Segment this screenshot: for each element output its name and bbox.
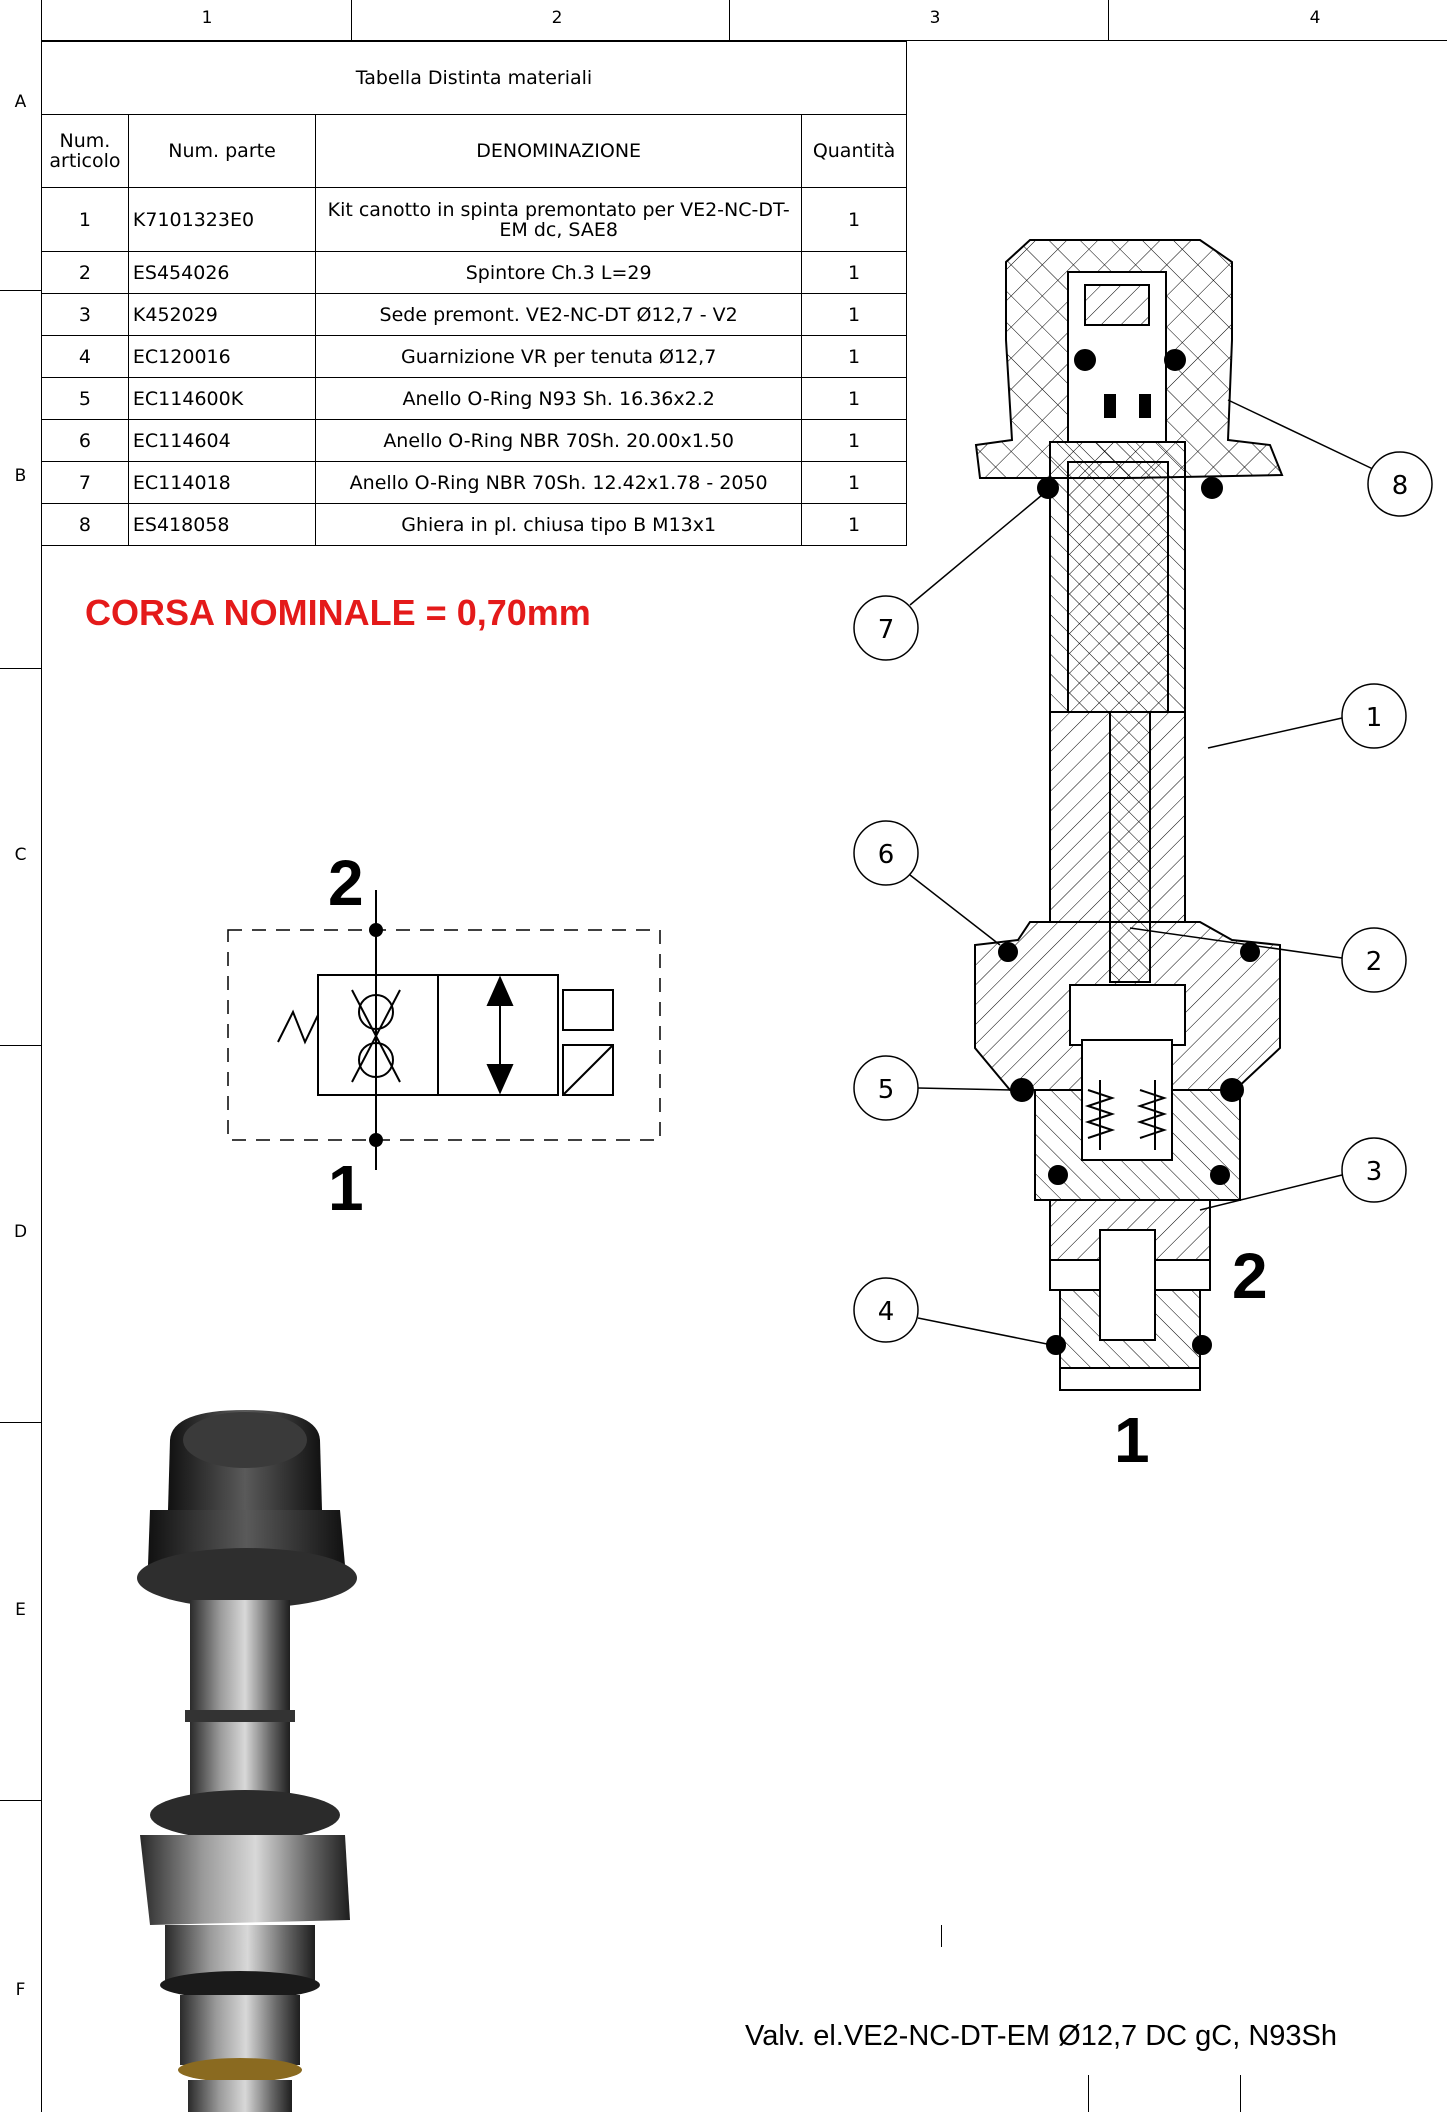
column-label-3: 3 bbox=[929, 8, 941, 28]
row-divider bbox=[0, 1422, 41, 1423]
svg-text:7: 7 bbox=[878, 615, 895, 645]
row-divider bbox=[0, 1045, 41, 1046]
part-number: EC114018 bbox=[127, 461, 317, 504]
svg-text:1: 1 bbox=[1366, 703, 1383, 733]
table-row: 3 K452029 Sede premont. VE2-NC-DT Ø12,7 … bbox=[41, 293, 907, 336]
row-label-d: D bbox=[13, 1222, 28, 1242]
column-label-1: 1 bbox=[201, 8, 213, 28]
section-port-2-label: 2 bbox=[1232, 1240, 1268, 1312]
denomination: Anello O-Ring N93 Sh. 16.36x2.2 bbox=[315, 377, 803, 420]
balloon-1: 1 bbox=[1207, 683, 1407, 749]
quantity: 1 bbox=[801, 335, 907, 378]
header-denomination: DENOMINAZIONE bbox=[315, 114, 803, 188]
table-row: 5 EC114600K Anello O-Ring N93 Sh. 16.36x… bbox=[41, 377, 907, 420]
header-quantity: Quantità bbox=[801, 114, 907, 188]
row-label-c: C bbox=[14, 845, 27, 865]
denomination: Sede premont. VE2-NC-DT Ø12,7 - V2 bbox=[315, 293, 803, 336]
row-label-b: B bbox=[14, 466, 27, 486]
sheet-row-border: A B C D E F bbox=[0, 0, 42, 2112]
part-number: EC120016 bbox=[127, 335, 317, 378]
row-label-f: F bbox=[15, 1980, 26, 2000]
column-divider bbox=[729, 0, 730, 40]
row-label-a: A bbox=[14, 92, 27, 112]
table-row: 4 EC120016 Guarnizione VR per tenuta Ø12… bbox=[41, 335, 907, 378]
column-label-2: 2 bbox=[551, 8, 563, 28]
denomination: Kit canotto in spinta premontato per VE2… bbox=[315, 187, 803, 252]
part-number: EC114600K bbox=[127, 377, 317, 420]
part-number: ES418058 bbox=[127, 503, 317, 546]
row-label-e: E bbox=[15, 1600, 26, 1620]
part-number: K452029 bbox=[127, 293, 317, 336]
svg-text:3: 3 bbox=[1366, 1157, 1383, 1187]
part-number: K7101323E0 bbox=[127, 187, 317, 252]
stroke-note: CORSA NOMINALE = 0,70mm bbox=[85, 592, 591, 633]
denomination: Ghiera in pl. chiusa tipo B M13x1 bbox=[315, 503, 803, 546]
title-block-tick bbox=[941, 1925, 942, 1947]
quantity: 1 bbox=[801, 377, 907, 420]
balloon-4: 4 bbox=[853, 1277, 1053, 1346]
item-number: 3 bbox=[41, 293, 129, 336]
quantity: 1 bbox=[801, 461, 907, 504]
svg-text:5: 5 bbox=[878, 1075, 895, 1105]
title-block-divider bbox=[1088, 2075, 1089, 2112]
part-number: ES454026 bbox=[127, 251, 317, 294]
item-number: 2 bbox=[41, 251, 129, 294]
column-label-4: 4 bbox=[1309, 8, 1321, 28]
balloon-2: 2 bbox=[1129, 927, 1407, 993]
svg-text:4: 4 bbox=[878, 1297, 895, 1327]
table-row: 2 ES454026 Spintore Ch.3 L=29 1 bbox=[41, 251, 907, 294]
quantity: 1 bbox=[801, 503, 907, 546]
column-divider bbox=[351, 0, 352, 40]
row-divider bbox=[0, 290, 41, 291]
svg-text:6: 6 bbox=[878, 840, 895, 870]
section-port-1-label: 1 bbox=[1114, 1404, 1150, 1476]
row-divider bbox=[0, 1800, 41, 1801]
header-item-number: Num. articolo bbox=[41, 114, 129, 188]
balloon-6: 6 bbox=[853, 820, 1001, 946]
balloon-8: 8 bbox=[1227, 399, 1433, 517]
symbol-port-1-label: 1 bbox=[328, 1152, 364, 1224]
denomination: Anello O-Ring NBR 70Sh. 12.42x1.78 - 205… bbox=[315, 461, 803, 504]
table-row: 7 EC114018 Anello O-Ring NBR 70Sh. 12.42… bbox=[41, 461, 907, 504]
valve-section-view bbox=[974, 239, 1284, 1391]
sheet-column-border: 1 2 3 4 bbox=[41, 0, 1447, 41]
balloon-5: 5 bbox=[853, 1055, 1013, 1121]
item-number: 8 bbox=[41, 503, 129, 546]
title-block-divider bbox=[1240, 2075, 1241, 2112]
hydraulic-symbol: 2 1 bbox=[227, 847, 661, 1224]
balloon-7: 7 bbox=[853, 494, 1043, 661]
drawing-description: Valv. el.VE2-NC-DT-EM Ø12,7 DC gC, N93Sh bbox=[745, 2020, 1337, 2052]
symbol-port-2-label: 2 bbox=[328, 847, 364, 919]
item-number: 1 bbox=[41, 187, 129, 252]
svg-text:8: 8 bbox=[1392, 471, 1409, 501]
header-part-number: Num. parte bbox=[127, 114, 317, 188]
bom-title: Tabella Distinta materiali bbox=[41, 41, 907, 115]
svg-text:2: 2 bbox=[1366, 947, 1383, 977]
bom-table: Tabella Distinta materiali Num. articolo… bbox=[41, 41, 907, 546]
denomination: Spintore Ch.3 L=29 bbox=[315, 251, 803, 294]
denomination: Guarnizione VR per tenuta Ø12,7 bbox=[315, 335, 803, 378]
row-divider bbox=[0, 668, 41, 669]
item-number: 4 bbox=[41, 335, 129, 378]
valve-3d-render bbox=[137, 1410, 357, 2112]
balloon-3: 3 bbox=[1199, 1137, 1407, 1211]
column-divider bbox=[1108, 0, 1109, 40]
table-row: 6 EC114604 Anello O-Ring NBR 70Sh. 20.00… bbox=[41, 419, 907, 462]
table-row: 8 ES418058 Ghiera in pl. chiusa tipo B M… bbox=[41, 503, 907, 546]
